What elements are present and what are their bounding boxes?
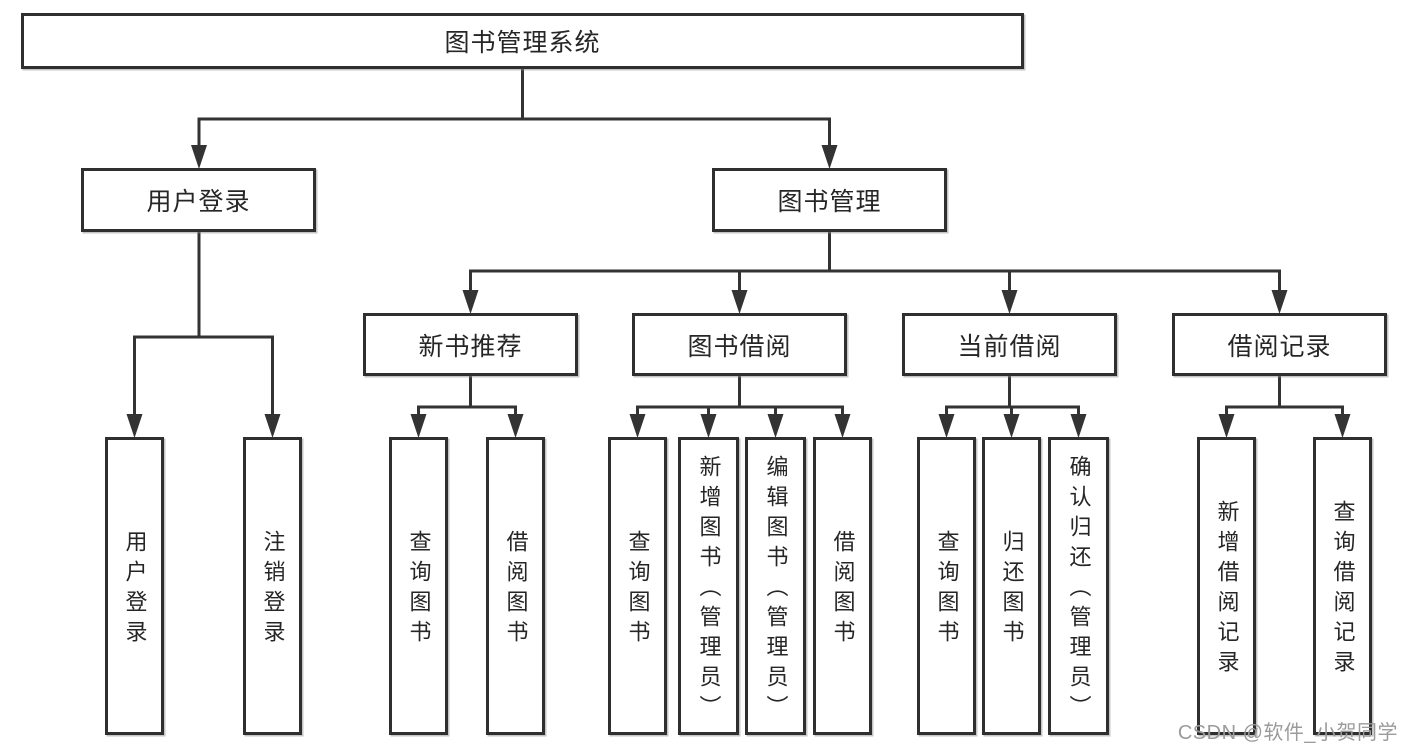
leaf-label: 查询图书 [934,530,960,650]
leaf-query-borrow-record: 查询借阅记录 [1313,437,1372,735]
leaf-add-borrow-record: 新增借阅记录 [1197,437,1256,735]
leaf-query-book-recommend: 查询图书 [389,437,448,735]
leaf-return-book: 归还图书 [982,437,1041,735]
leaf-label: 查询图书 [625,530,651,650]
leaf-label: 借阅图书 [830,530,856,650]
leaf-label: 新增借阅记录 [1214,500,1240,680]
leaf-label: 查询借阅记录 [1330,500,1356,680]
leaf-query-book-borrow: 查询图书 [608,437,667,735]
leaf-label: 编辑图书（管理员） [763,455,789,725]
leaf-borrow-book-recommend: 借阅图书 [486,437,545,735]
leaf-query-book-current: 查询图书 [917,437,976,735]
node-current-borrow: 当前借阅 [902,313,1117,376]
leaf-label: 查询图书 [406,530,432,650]
leaf-label: 新增图书（管理员） [696,455,722,725]
leaf-add-book-admin: 新增图书（管理员） [678,437,739,735]
node-borrow-records: 借阅记录 [1172,313,1387,376]
leaf-label: 注销登录 [260,530,286,650]
node-new-book-recommend: 新书推荐 [363,313,578,376]
leaf-edit-book-admin: 编辑图书（管理员） [745,437,806,735]
leaf-borrow-book: 借阅图书 [813,437,872,735]
leaf-label: 确认归还（管理员） [1066,455,1092,725]
node-book-management: 图书管理 [712,168,947,232]
leaf-label: 归还图书 [999,530,1025,650]
csdn-watermark: CSDN @软件_小贺同学 [1177,722,1398,744]
leaf-user-login: 用户登录 [105,437,164,735]
node-book-borrow: 图书借阅 [632,313,847,376]
leaf-confirm-return-admin: 确认归还（管理员） [1048,437,1109,735]
leaf-label: 用户登录 [122,530,148,650]
node-library-system: 图书管理系统 [21,13,1024,69]
leaf-logout: 注销登录 [243,437,302,735]
leaf-label: 借阅图书 [503,530,529,650]
node-user-login: 用户登录 [81,168,316,232]
